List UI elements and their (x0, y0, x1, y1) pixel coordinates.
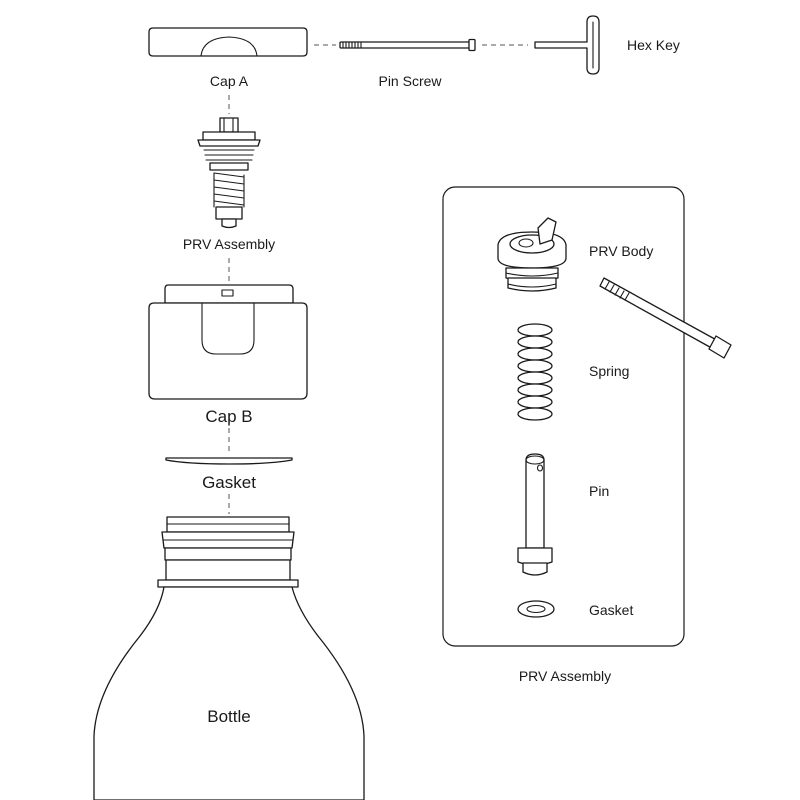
spring-part (517, 323, 553, 421)
prv-assembly-panel-label: PRV Assembly (519, 668, 611, 684)
prv-assembly-part (197, 117, 261, 229)
hex-key-part (534, 15, 600, 75)
connector-lines (228, 44, 528, 514)
gasket-left-label: Gasket (202, 473, 256, 492)
bottle-part (93, 516, 365, 800)
prv-assembly-left-label: PRV Assembly (183, 236, 275, 252)
gasket-left-part (165, 457, 293, 465)
gasket-right-label: Gasket (589, 602, 633, 618)
prv-assembly-panel (442, 186, 685, 647)
bottle-label: Bottle (207, 707, 250, 726)
pin-screw-label: Pin Screw (378, 73, 442, 89)
pin-screw-part (339, 38, 476, 52)
cap-b-part (148, 284, 308, 400)
gasket-right-part (517, 600, 555, 618)
cap-a-label: Cap A (210, 73, 249, 89)
spring-label: Spring (589, 363, 629, 379)
prv-body-label: PRV Body (589, 243, 653, 259)
pin-label: Pin (589, 483, 609, 499)
cap-b-label: Cap B (205, 407, 252, 426)
pin-part (517, 453, 553, 576)
hex-key-label: Hex Key (627, 37, 680, 53)
cap-a-part (148, 27, 308, 57)
prv-body-part (497, 217, 567, 292)
panel-pin-screw-part (599, 277, 732, 359)
